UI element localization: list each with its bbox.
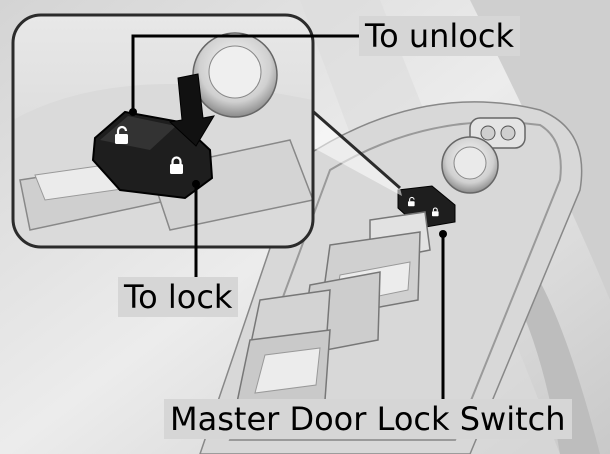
label-master-door-lock-switch: Master Door Lock Switch [164, 399, 572, 439]
padlock-closed-icon [432, 207, 439, 217]
callout-lock [192, 180, 200, 277]
callout-unlock [129, 34, 359, 116]
inset-border [11, 13, 315, 249]
window-switch-rear-right-face [254, 347, 321, 394]
inset-pointer-beam [290, 100, 402, 196]
callout-master-switch [439, 230, 447, 399]
padlock-closed-icon [170, 156, 183, 174]
mirror-selector-knob-right [500, 125, 516, 141]
door-trim [470, 0, 610, 300]
mirror-adjust-knob-center [453, 146, 487, 180]
padlock-open-icon [115, 125, 128, 144]
label-to-lock: To lock [118, 277, 239, 317]
arrow-down-icon [168, 73, 215, 147]
label-to-unlock: To unlock [359, 16, 521, 56]
padlock-open-icon [408, 196, 415, 207]
inset-pointer-line [299, 98, 401, 190]
mirror-selector-knob-left [480, 125, 496, 141]
inset-magnified-view [11, 13, 315, 249]
inset-mirror-knob-center [208, 45, 262, 99]
